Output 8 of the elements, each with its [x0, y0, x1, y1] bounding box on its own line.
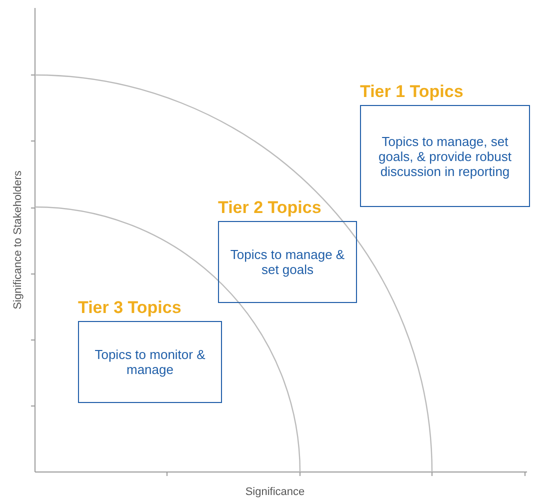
tier-heading: Tier 1 Topics — [360, 82, 464, 102]
x-axis-title: Significance — [245, 486, 305, 498]
topic-description: Topics to manage & set goals — [229, 247, 346, 277]
topic-description: Topics to monitor & manage — [94, 347, 206, 377]
topic-description: Topics to manage, set goals, & provide robust discussion in reporting — [378, 134, 512, 178]
tier-heading: Tier 2 Topics — [218, 198, 322, 218]
y-axis-title: Significance to Stakeholders — [12, 170, 24, 310]
tier-heading: Tier 3 Topics — [78, 298, 182, 318]
